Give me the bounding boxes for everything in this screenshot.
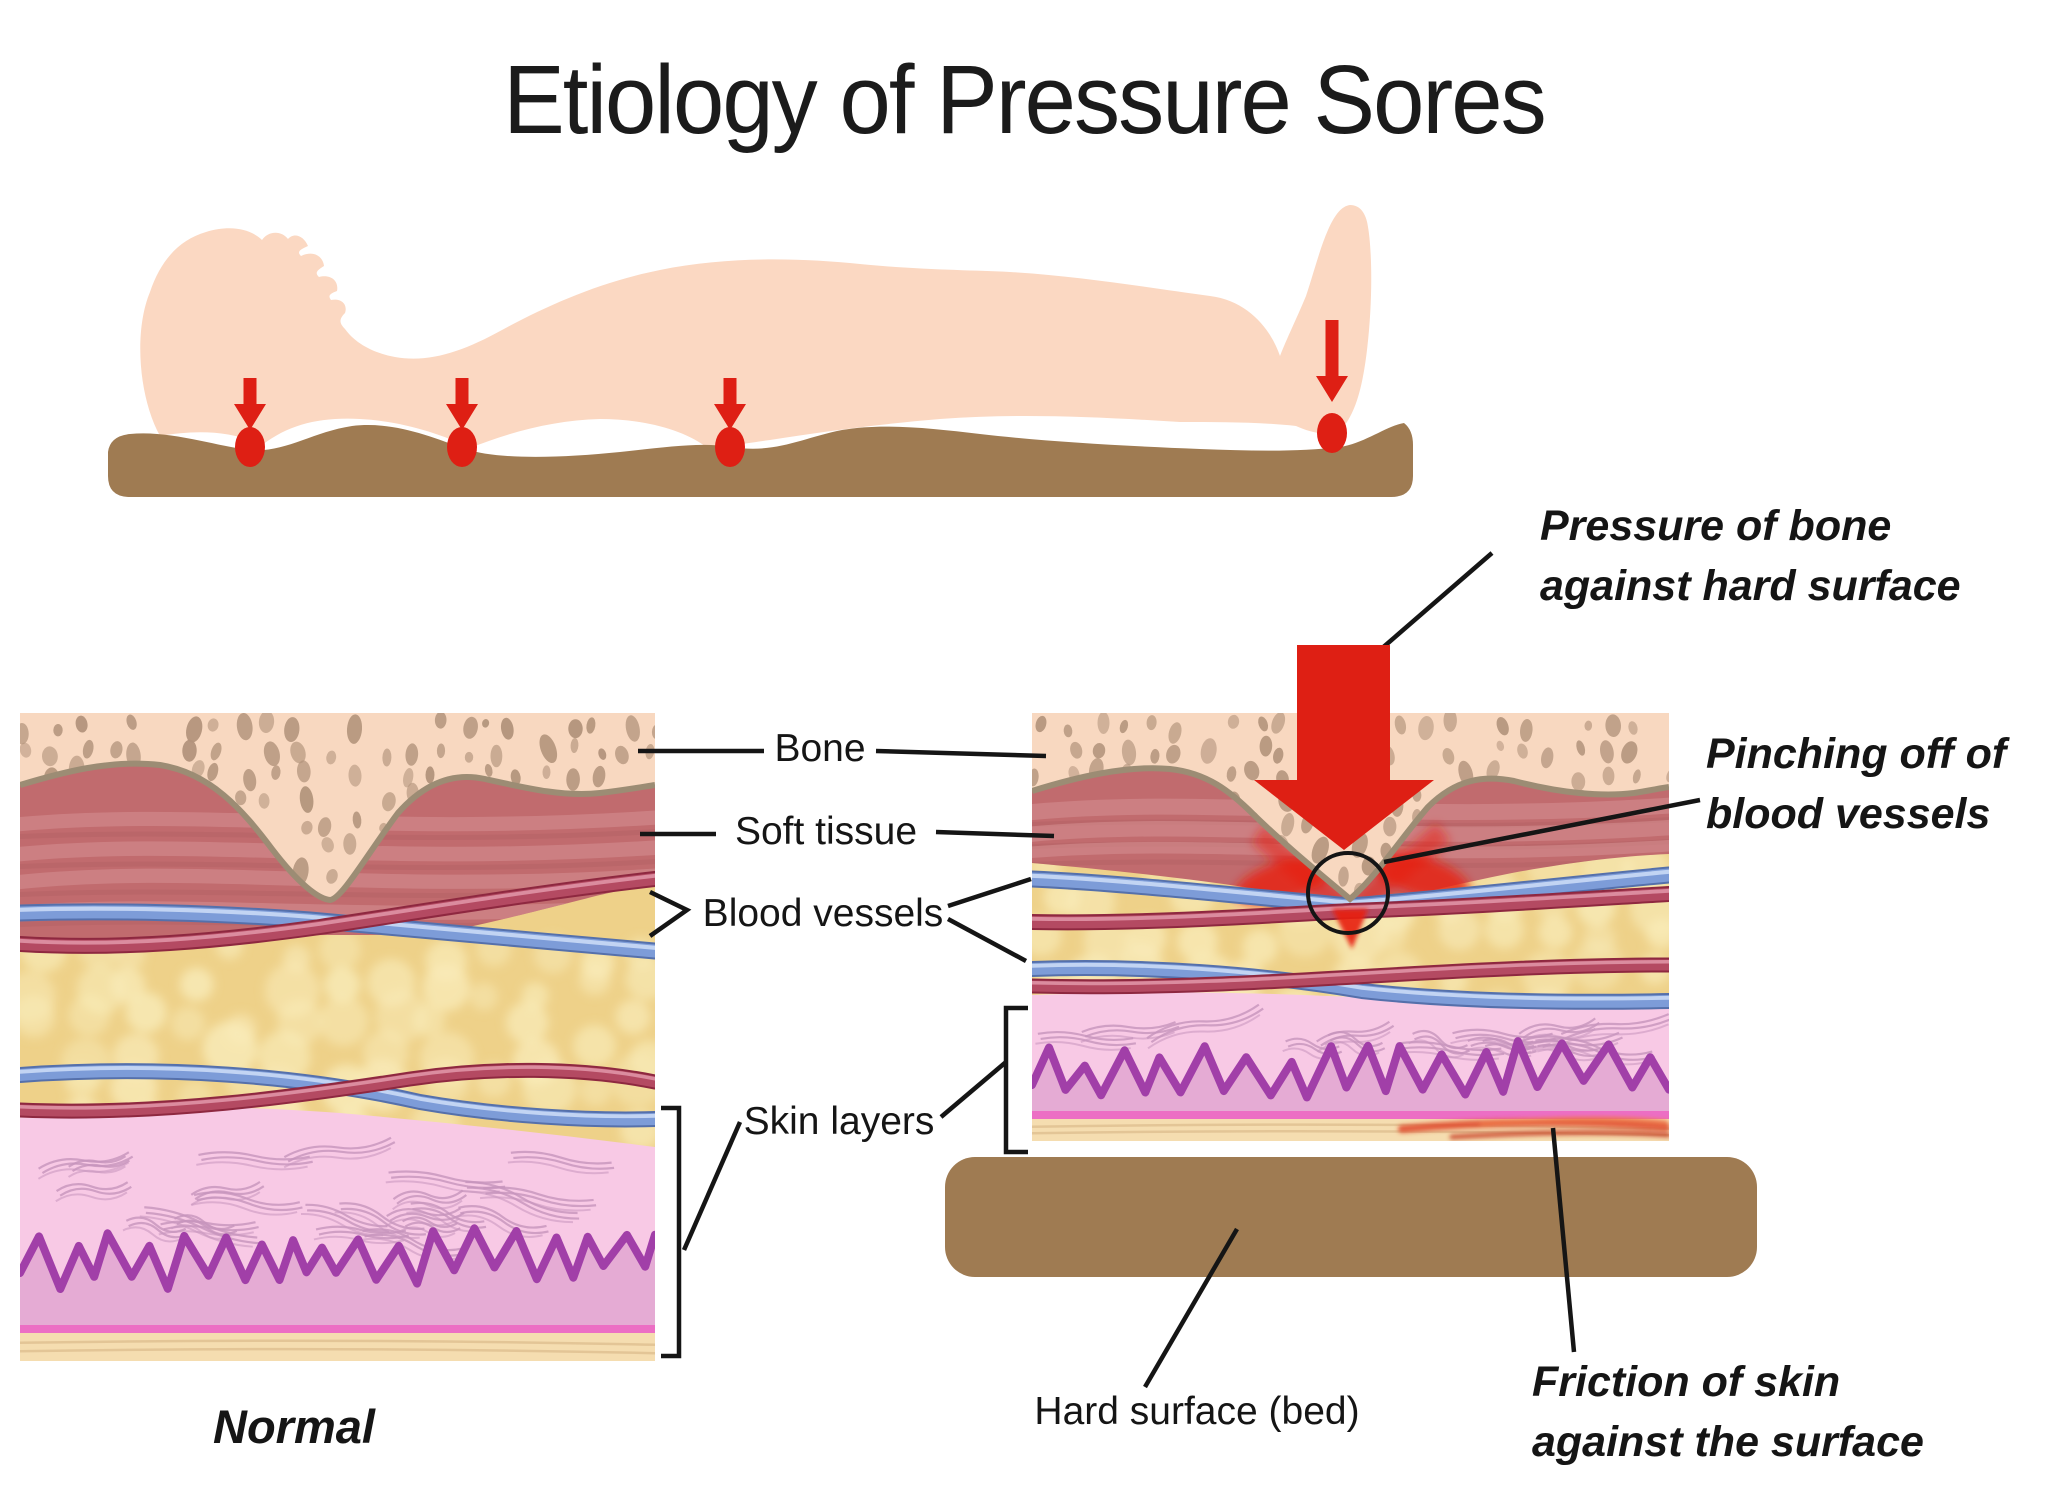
soft-tissue-label: Soft tissue [734,810,918,853]
pressure-arrow-icon [714,378,746,430]
friction-label: Friction of skin against the surface [1532,1352,1924,1472]
normal-label: Normal [213,1400,375,1453]
page-title: Etiology of Pressure Sores [503,45,1546,154]
pressure-arrow-icon [446,378,478,430]
pressure-label: Pressure of bone against hard surface [1540,496,1961,616]
pressure-point-dot [447,427,477,467]
hard-surface-bed [945,1157,1757,1277]
blood-vessels-label: Blood vessels [702,892,944,935]
pinch-circle-annotation [1306,851,1390,935]
pressure-label-line1: Pressure of bone [1540,502,1892,550]
normal-tissue-diagram [20,713,655,1361]
skin-layers-label: Skin layers [743,1100,935,1143]
pinching-label: Pinching off of blood vessels [1706,724,2006,844]
bed-surface-top [108,423,1413,497]
pressure-arrow-icon [1316,320,1348,402]
pressure-point-dot [235,427,265,467]
pressure-point-dot [715,427,745,467]
pressure-arrow-icon [234,378,266,430]
bone-label: Bone [774,727,866,770]
big-pressure-arrow-icon [1254,645,1434,850]
annotation-lines [638,551,1701,1389]
patient-figure [108,205,1413,497]
pressure-label-line2: against hard surface [1540,562,1961,611]
friction-label-line1: Friction of skin [1532,1358,1841,1406]
pinching-label-line2: blood vessels [1706,790,1991,839]
hard-surface-label: Hard surface (bed) [1034,1390,1360,1433]
friction-label-line2: against the surface [1532,1418,1924,1467]
pressure-point-dot [1317,413,1347,453]
compressed-tissue-diagram [1032,713,1669,1141]
pinching-label-line1: Pinching off of [1706,730,2007,778]
